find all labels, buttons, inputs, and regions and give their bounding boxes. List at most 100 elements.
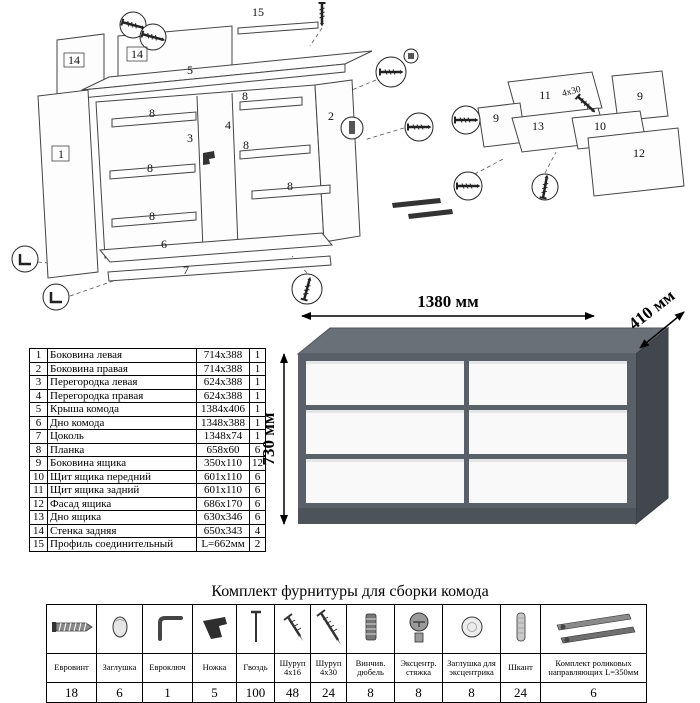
- drawer-front: [306, 361, 464, 405]
- part-qty: 6: [249, 510, 266, 525]
- part-size: 714x388: [196, 361, 250, 376]
- height-dimension-label: 730 мм: [262, 412, 278, 465]
- hex-key-icon: [157, 615, 183, 641]
- drawer-front: [306, 459, 464, 503]
- part-name: Щит ящика задний: [47, 483, 197, 498]
- hardware-item-name: Винчив. дюбель: [346, 653, 395, 683]
- hardware-icon-cell: [346, 604, 395, 654]
- part-number: 1: [29, 348, 48, 363]
- hardware-names-row: Евровинт Заглушка Евроключ Ножка Гвоздь …: [46, 653, 647, 683]
- part-label: 8: [287, 179, 293, 193]
- part-qty: 6: [249, 469, 266, 484]
- cam-lock-icon: [409, 612, 428, 642]
- part-label: 8: [243, 138, 249, 152]
- hardware-item-name: Шуруп 4х30: [310, 653, 347, 683]
- part-name: Щит ящика передний: [47, 469, 197, 484]
- part-size: L=662мм: [196, 537, 250, 552]
- part-label: 8: [147, 161, 153, 175]
- part-size: 624x388: [196, 388, 250, 403]
- part-label: 9: [637, 89, 643, 103]
- drawer-front: [469, 361, 627, 405]
- hardware-item-qty: 18: [46, 682, 97, 703]
- roller-guide-shape: [392, 198, 441, 208]
- roller-guides-icon: [556, 613, 635, 643]
- part-size: 630x346: [196, 510, 250, 525]
- part-number: 4: [29, 388, 48, 403]
- part-number: 10: [29, 469, 48, 484]
- part-name: Крыша комода: [47, 402, 197, 417]
- small-hardware-shapes: [203, 151, 453, 219]
- part-label: 3: [187, 131, 193, 145]
- part-name: Дно ящика: [47, 510, 197, 525]
- part-qty: 1: [249, 361, 266, 376]
- hardware-icon-cell: [96, 604, 143, 654]
- plank: [251, 184, 331, 200]
- part-number: 5: [29, 402, 48, 417]
- dresser-3d-view: 1380 мм 410 мм 730 мм: [259, 286, 685, 526]
- hardware-kit-title: Комплект фурнитуры для сборки комода: [211, 583, 489, 600]
- part-qty: 1: [249, 348, 266, 363]
- partition-left: [196, 95, 204, 251]
- plinth: [107, 255, 332, 282]
- drawer-facade: [587, 127, 685, 197]
- hardware-item-name: Ножка: [192, 653, 237, 683]
- part-label: 11: [539, 88, 551, 102]
- part-size: 658x60: [196, 442, 250, 457]
- part-number: 13: [29, 510, 48, 525]
- part-name: Боковина левая: [47, 348, 197, 363]
- plug-icon: [112, 616, 127, 637]
- drawer-front: [469, 459, 627, 503]
- screw-4x30-icon: [315, 608, 341, 645]
- cam-cover-icon: [461, 616, 482, 637]
- roller-guide-shape: [408, 209, 453, 219]
- bottom-panel: [98, 232, 334, 263]
- dresser-render: 1380 мм 410 мм 730 мм: [259, 284, 700, 564]
- part-size: 686x170: [196, 496, 250, 511]
- dowel-icon: [365, 613, 376, 640]
- part-name: Дно комода: [47, 415, 197, 430]
- part-size: 601x110: [196, 483, 250, 498]
- part-qty: 6: [249, 442, 266, 457]
- left-side-panel: [37, 89, 99, 279]
- part-qty: 2: [249, 537, 266, 552]
- drawer-front: [469, 410, 627, 454]
- euroscrew-icon: [51, 621, 93, 632]
- part-qty: 1: [249, 388, 266, 403]
- part-name: Профиль соединительный: [47, 537, 197, 552]
- part-name: Боковина ящика: [47, 456, 197, 471]
- width-dimension-label: 1380 мм: [417, 292, 479, 311]
- part-number: 6: [29, 415, 48, 430]
- dowel-icon: [349, 121, 355, 134]
- part-number: 2: [29, 361, 48, 376]
- part-number: 14: [29, 523, 48, 538]
- part-name: Стенка задняя: [47, 523, 197, 538]
- carcass-parts: [37, 21, 685, 282]
- part-qty: 6: [249, 496, 266, 511]
- part-size: 601x110: [196, 469, 250, 484]
- part-label: 7: [183, 263, 189, 277]
- part-label: 14: [68, 53, 80, 67]
- part-label: 5: [187, 63, 193, 77]
- bracket-shape: [203, 151, 215, 165]
- drawer-front: [306, 410, 464, 454]
- part-number: 12: [29, 496, 48, 511]
- part-size: 350x110: [196, 456, 250, 471]
- wood-dowel-icon: [516, 612, 525, 641]
- dresser-top-face: [296, 327, 670, 355]
- hardware-icon-cell: [142, 604, 193, 654]
- exploded-view-svg: 15 14 14 5 1 3 4 2 8 8 8 8 8 8 6 7 11 9 …: [11, 1, 685, 311]
- part-qty: 1: [249, 375, 266, 390]
- screw-icon: [317, 1, 327, 28]
- hardware-icons-row: [46, 604, 647, 654]
- exploded-assembly-diagram: 15 14 14 5 1 3 4 2 8 8 8 8 8 8 6 7 11 9 …: [0, 0, 700, 332]
